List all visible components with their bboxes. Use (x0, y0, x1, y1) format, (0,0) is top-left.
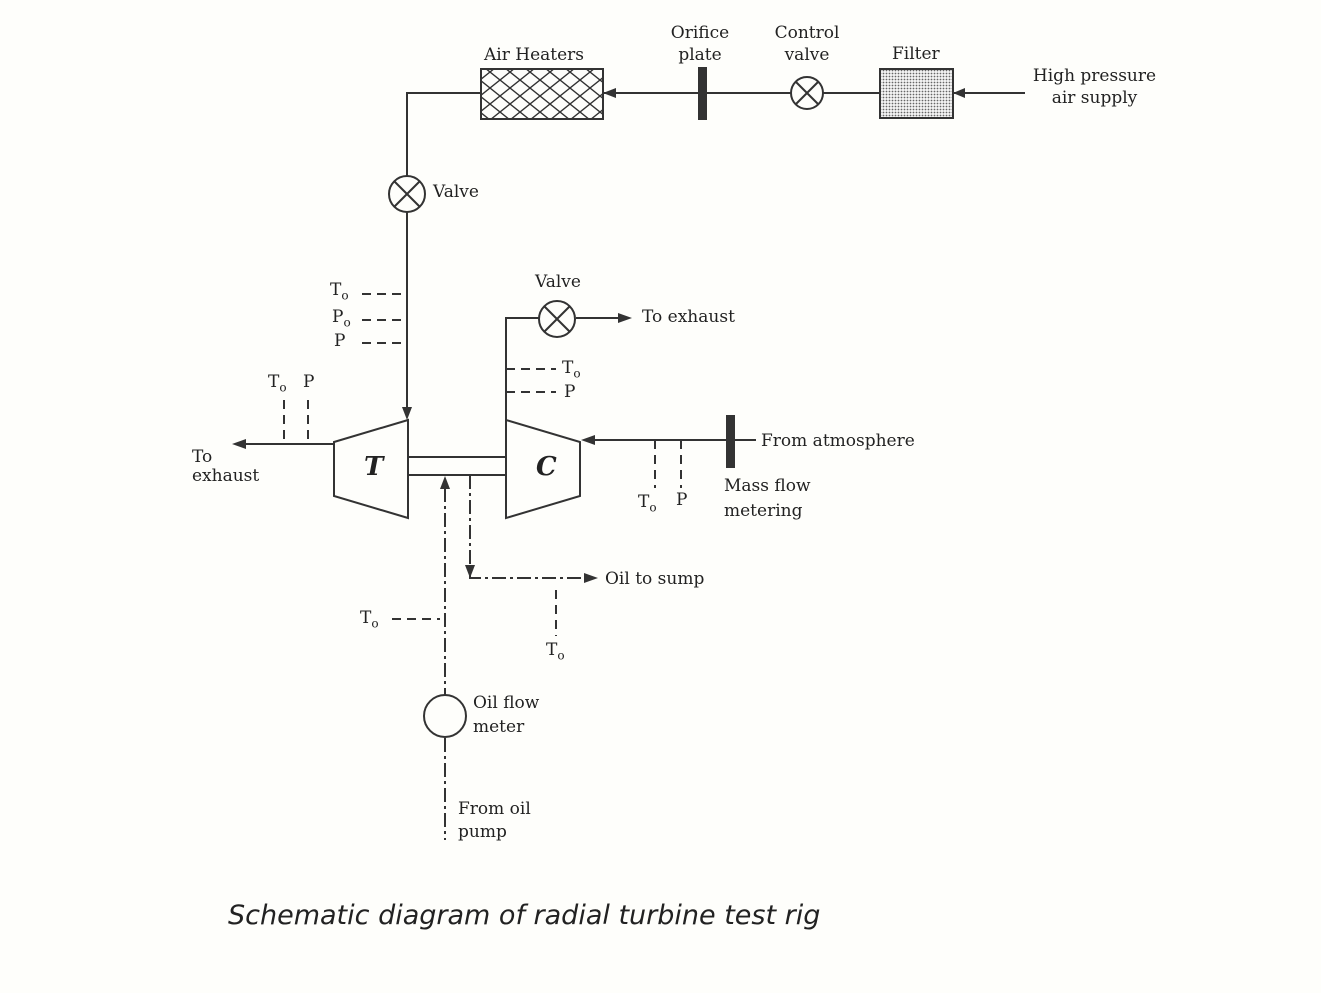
turbine-label: T (364, 452, 384, 482)
symbol-to-turbine-exit: To (268, 372, 287, 395)
symbol-to-oil-outlet: To (546, 640, 565, 663)
compressor-label: C (536, 452, 557, 482)
label-to-exhaust-turbine: To exhaust (192, 447, 260, 486)
label-orifice-plate: Orifice plate (670, 23, 730, 65)
label-oil-flow-meter: Oil flow meter (473, 693, 540, 737)
symbol-po-turbine-inlet: Po (332, 307, 351, 330)
label-from-atmosphere: From atmosphere (761, 431, 915, 451)
label-high-pressure: High pressure air supply (1032, 66, 1157, 108)
symbol-to-compressor-exit: To (562, 358, 581, 381)
orifice-plate (698, 67, 707, 120)
compressor (505, 418, 581, 520)
arrow-into-compressor (581, 435, 595, 445)
oil-flow-meter (423, 694, 467, 738)
arrow-oil-into-bearing (440, 476, 450, 489)
label-air-heaters: Air Heaters (484, 45, 585, 65)
filter (879, 68, 954, 119)
label-to-exhaust-compressor: To exhaust (642, 307, 735, 327)
label-filter: Filter (892, 44, 940, 64)
arrow-oil-to-sump (584, 573, 598, 583)
arrow-into-filter (953, 88, 965, 98)
label-oil-to-sump: Oil to sump (605, 569, 705, 589)
air-heaters (480, 68, 604, 120)
shaft (407, 456, 507, 476)
figure-caption: Schematic diagram of radial turbine test… (228, 900, 821, 931)
label-from-oil-pump: From oil pump (458, 799, 531, 842)
arrow-into-turbine (402, 407, 412, 420)
label-mass-flow: Mass flow metering (724, 476, 811, 521)
arrow-turbine-exhaust (232, 439, 246, 449)
turbine-inlet-pipe (406, 92, 481, 410)
symbol-to-compressor-inlet: To (638, 492, 657, 515)
symbol-to-oil-inlet: To (360, 608, 379, 631)
mass-flow-plate (726, 415, 735, 468)
symbol-p-turbine-exit: P (303, 372, 315, 392)
symbol-p-compressor-exit: P (564, 382, 576, 402)
label-inlet-valve: Valve (433, 182, 479, 202)
arrow-into-heaters (603, 88, 616, 98)
arrow-compressor-exhaust (618, 313, 632, 323)
turbine (333, 418, 409, 520)
compressor-outlet-pipe (505, 317, 540, 420)
symbol-p-turbine-inlet: P (334, 331, 346, 351)
symbol-to-turbine-inlet: To (330, 280, 349, 303)
label-control-valve: Control valve (774, 23, 840, 65)
symbol-p-compressor-inlet: P (676, 490, 688, 510)
label-outlet-valve: Valve (535, 272, 581, 292)
